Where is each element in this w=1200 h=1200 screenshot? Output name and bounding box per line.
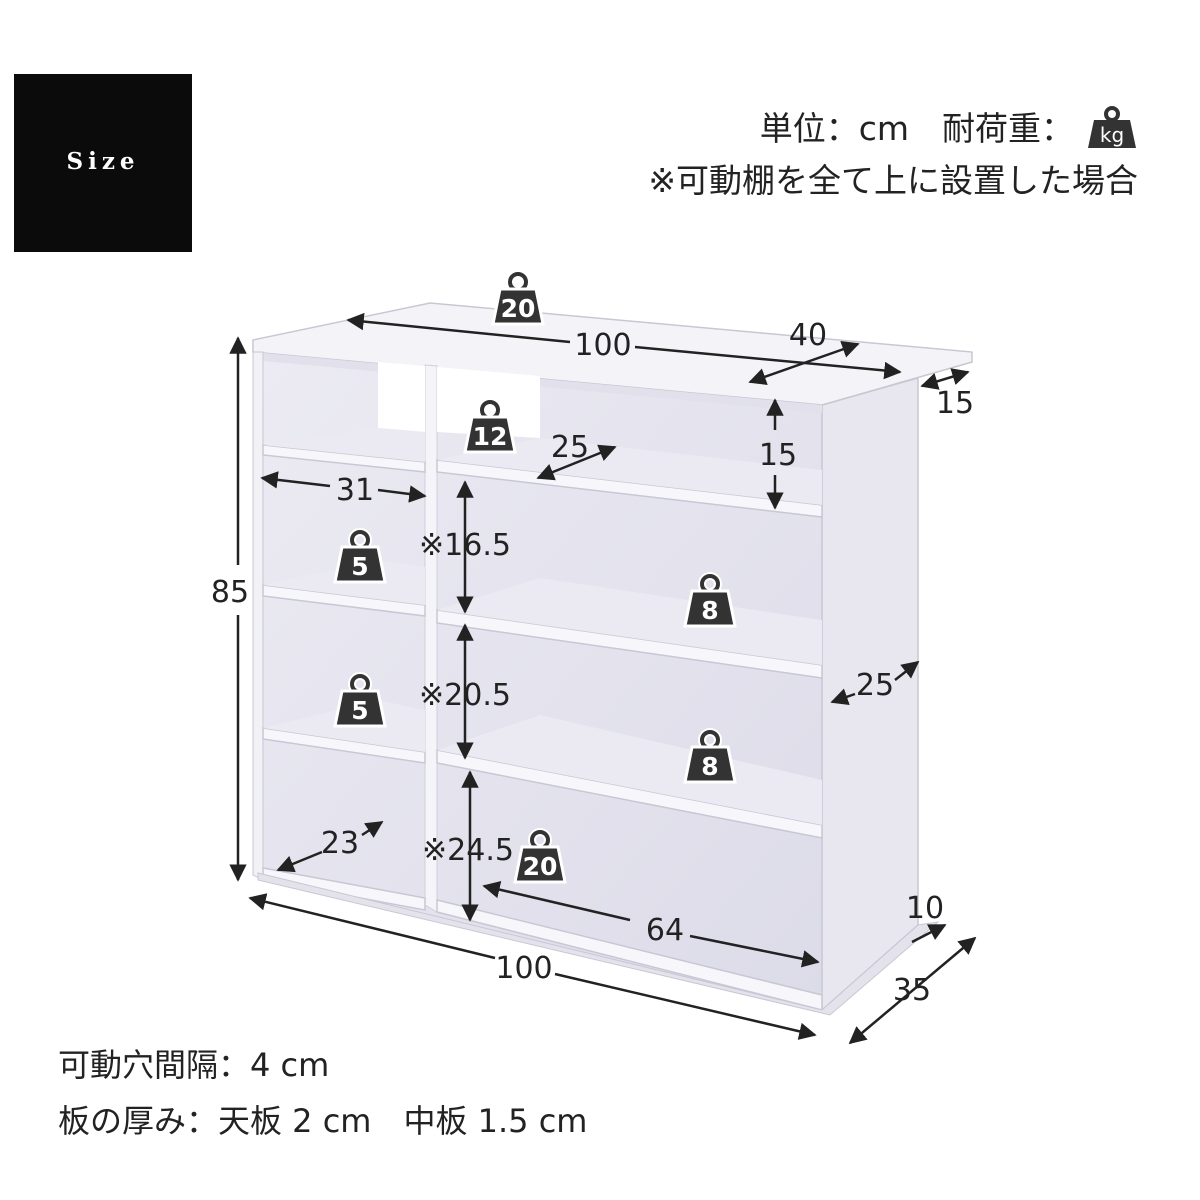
left-shelf-1-top bbox=[263, 428, 425, 462]
unit-label: 単位：cm 耐荷重： bbox=[759, 109, 1074, 148]
weight-icon-left-shelf-2: 5 bbox=[333, 672, 387, 728]
condition-note: ※可動棚を全て上に設置した場合 bbox=[648, 161, 1138, 200]
kg-weight-icon: kg bbox=[1086, 106, 1138, 148]
dim-upper-shelf-height: 15 bbox=[759, 438, 797, 473]
dim-base-depth: 35 bbox=[893, 973, 931, 1008]
dim-gap-3: ※24.5 bbox=[422, 833, 514, 868]
weight-left-shelf-1-value: 5 bbox=[351, 552, 368, 581]
hole-spacing-note: 可動穴間隔：4 cm bbox=[58, 1046, 330, 1084]
left-shelf-1 bbox=[262, 444, 426, 473]
dim-base-offset: 10 bbox=[906, 891, 944, 926]
size-badge-label: Size bbox=[66, 148, 140, 175]
dim-bottom-depth-left: 23 bbox=[321, 826, 359, 861]
right-shelf-2-top bbox=[437, 715, 822, 825]
dim-gap-1: ※16.5 bbox=[419, 528, 511, 563]
dim-height: 85 bbox=[211, 575, 249, 610]
dim-gap-2: ※20.5 bbox=[419, 678, 511, 713]
weight-upper-shelf-value: 12 bbox=[473, 422, 508, 451]
weight-bottom-value: 20 bbox=[523, 852, 558, 881]
weight-icon-left-shelf-1: 5 bbox=[333, 528, 387, 584]
dim-right-inner-width: 64 bbox=[646, 913, 684, 948]
weight-icon-top: 20 bbox=[491, 270, 545, 326]
dim-upper-shelf-depth: 25 bbox=[551, 430, 589, 465]
center-divider bbox=[424, 364, 438, 913]
weight-top-value: 20 bbox=[501, 294, 536, 323]
right-upper-shelf-top bbox=[437, 438, 822, 505]
dim-top-width: 100 bbox=[574, 328, 631, 363]
size-badge: Size bbox=[14, 74, 192, 252]
kg-icon-label: kg bbox=[1100, 123, 1124, 147]
right-shelf-1 bbox=[436, 609, 823, 679]
unit-note: 単位：cm 耐荷重： kg bbox=[760, 102, 1138, 150]
weight-left-shelf-2-value: 5 bbox=[351, 696, 368, 725]
weight-icon-upper-shelf: 12 bbox=[463, 398, 517, 454]
dim-top-overhang: 15 bbox=[936, 386, 974, 421]
dim-top-depth: 40 bbox=[789, 318, 827, 353]
upper-cutout-left bbox=[378, 362, 425, 432]
dimension-lines bbox=[229, 312, 977, 1045]
back-panel bbox=[262, 352, 822, 1010]
weight-icon-bottom: 20 bbox=[513, 828, 567, 884]
weight-icon-right-shelf-1: 8 bbox=[683, 572, 737, 628]
right-shelf-1-top bbox=[437, 578, 822, 665]
shelf-unit bbox=[252, 302, 973, 1016]
weight-icon-right-shelf-2: 8 bbox=[683, 728, 737, 784]
dim-left-inner-width: 31 bbox=[336, 473, 374, 508]
dim-base-width: 100 bbox=[495, 951, 552, 986]
thickness-note: 板の厚み：天板 2 cm 中板 1.5 cm bbox=[58, 1102, 588, 1140]
dim-body-depth: 25 bbox=[856, 668, 894, 703]
base-plinth bbox=[257, 872, 940, 1016]
weight-right-shelf-1-value: 8 bbox=[701, 596, 718, 625]
weight-right-shelf-2-value: 8 bbox=[701, 752, 718, 781]
left-side-panel bbox=[252, 351, 264, 881]
